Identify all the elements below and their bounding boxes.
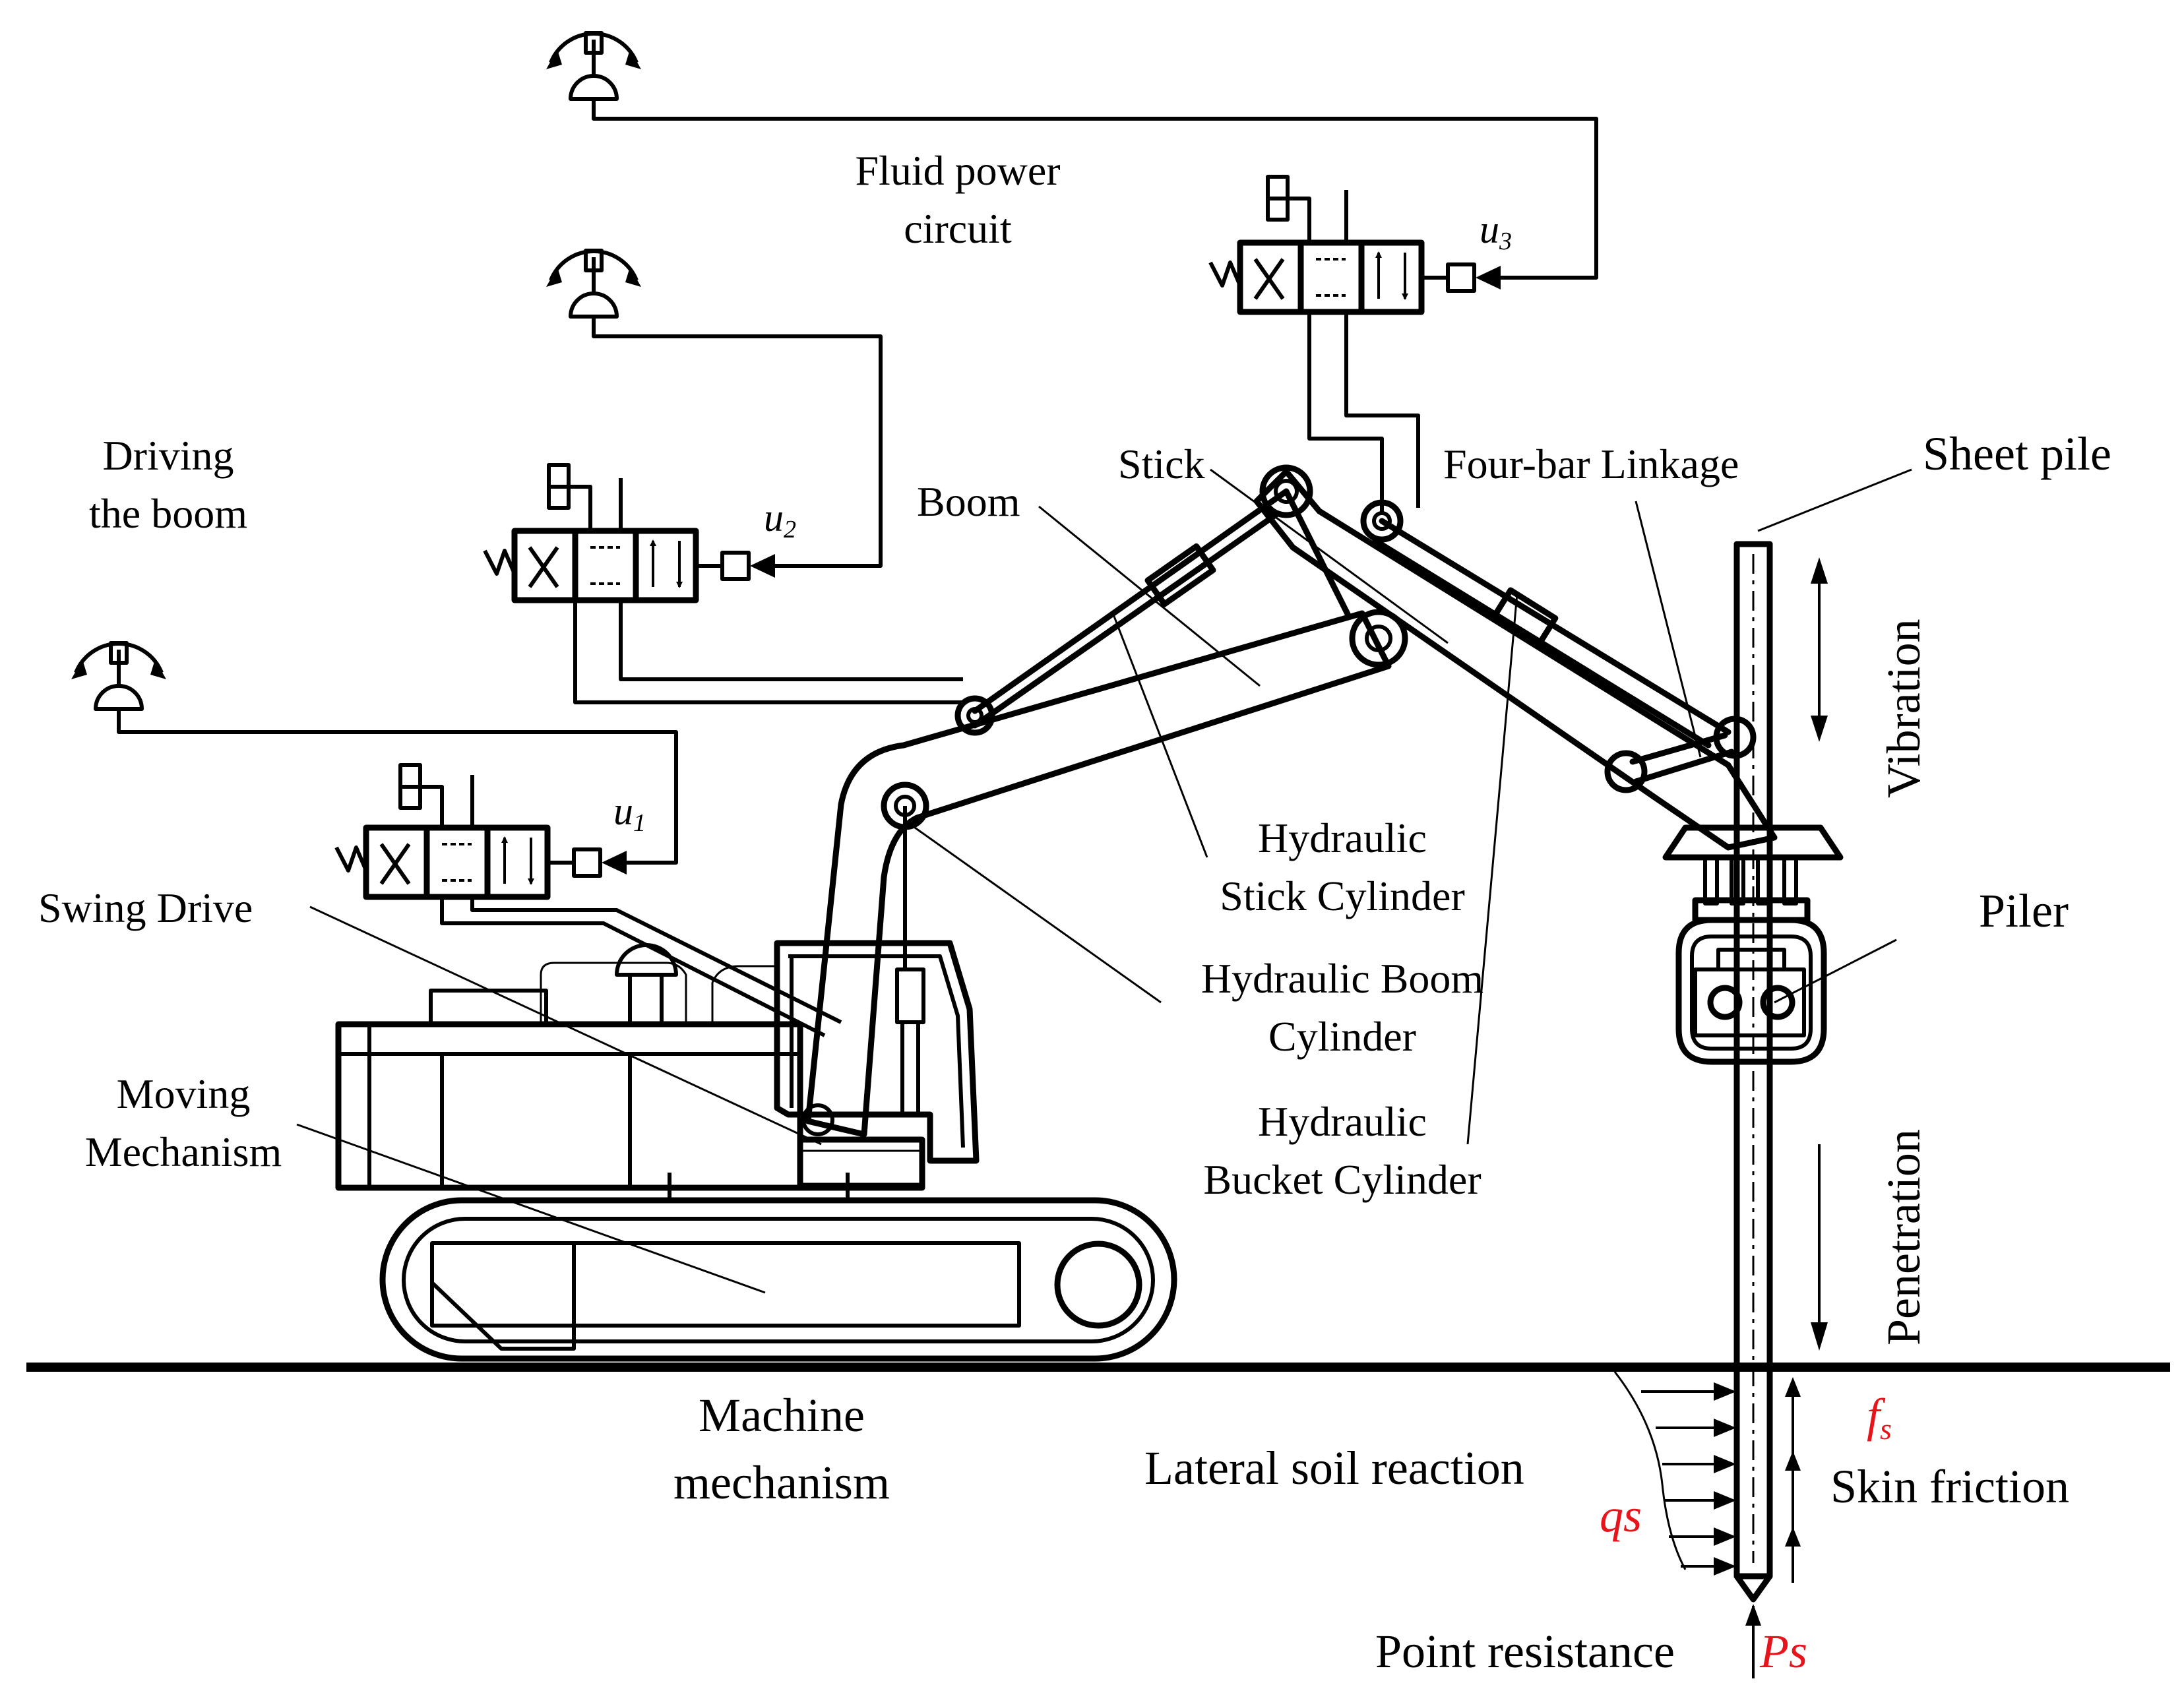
label-hyd-stick-1: Hydraulic — [1258, 814, 1427, 861]
pipe-u3-b — [1344, 312, 1420, 508]
pipe-u2-a — [573, 600, 963, 704]
label-stick: Stick — [1118, 441, 1205, 487]
skin-friction-arrows — [1785, 1377, 1801, 1583]
label-u1: u1 — [613, 789, 646, 837]
stick — [1253, 464, 1778, 851]
label-qs: qs — [1600, 1489, 1642, 1542]
label-hyd-bucket-1: Hydraulic — [1258, 1098, 1427, 1145]
label-piler: Piler — [1979, 884, 2069, 937]
label-u3: u3 — [1480, 208, 1512, 255]
joystick-icon-u2 — [546, 249, 641, 319]
valve-u1 — [117, 709, 678, 900]
joystick-icon-u1 — [71, 641, 166, 711]
vibration-arrow — [1811, 557, 1828, 742]
label-swing-drive: Swing Drive — [38, 884, 253, 931]
label-fs: fs — [1867, 1389, 1892, 1446]
label-vibration: Vibration — [1877, 619, 1930, 798]
label-machine-2: mechanism — [673, 1456, 890, 1509]
bucket-cylinder — [1372, 518, 1757, 793]
label-point-resistance: Point resistance — [1375, 1625, 1675, 1678]
label-lateral-soil-reaction: Lateral soil reaction — [1144, 1442, 1524, 1494]
valve-u3 — [592, 99, 1598, 315]
label-moving-2: Mechanism — [85, 1128, 282, 1175]
label-fluid-power-1: Fluid power — [855, 147, 1060, 194]
label-hyd-boom-2: Cylinder — [1268, 1013, 1416, 1060]
pipe-u3-a — [1307, 312, 1384, 514]
pipe-u1-a — [440, 897, 826, 1037]
leader-lines — [296, 468, 1912, 1294]
label-hyd-bucket-2: Bucket Cylinder — [1203, 1156, 1481, 1203]
joystick-icon-u3 — [546, 31, 641, 101]
point-resistance-arrow — [1745, 1604, 1761, 1678]
label-sheet-pile: Sheet pile — [1923, 427, 2111, 480]
label-fluid-power-2: circuit — [904, 205, 1012, 252]
label-hyd-boom-1: Hydraulic Boom — [1201, 955, 1483, 1002]
label-penetration: Penetration — [1877, 1129, 1930, 1345]
excavator-body — [335, 940, 980, 1191]
label-boom: Boom — [917, 478, 1020, 525]
label-skin-friction: Skin friction — [1830, 1460, 2069, 1513]
label-four-bar-linkage: Four-bar Linkage — [1443, 441, 1739, 487]
label-driving-1: Driving — [102, 432, 234, 479]
label-hyd-stick-2: Stick Cylinder — [1220, 873, 1465, 919]
lateral-soil-reaction-diagram — [1613, 1371, 1736, 1576]
label-moving-1: Moving — [117, 1070, 251, 1117]
pipe-u1-b — [470, 897, 842, 1024]
label-machine-1: Machine — [699, 1389, 865, 1442]
pipe-u2-b — [619, 600, 963, 681]
label-ps: Ps — [1759, 1625, 1807, 1678]
label-driving-2: the boom — [89, 490, 247, 537]
sheet-pile — [1733, 541, 1773, 1603]
label-u2: u2 — [764, 496, 796, 543]
piler — [1662, 824, 1844, 1065]
penetration-arrow — [1811, 1144, 1828, 1351]
track-undercarriage — [379, 1173, 1177, 1362]
boom — [801, 609, 1408, 1138]
valve-u2 — [483, 317, 883, 603]
stick-cylinder — [954, 488, 1290, 736]
